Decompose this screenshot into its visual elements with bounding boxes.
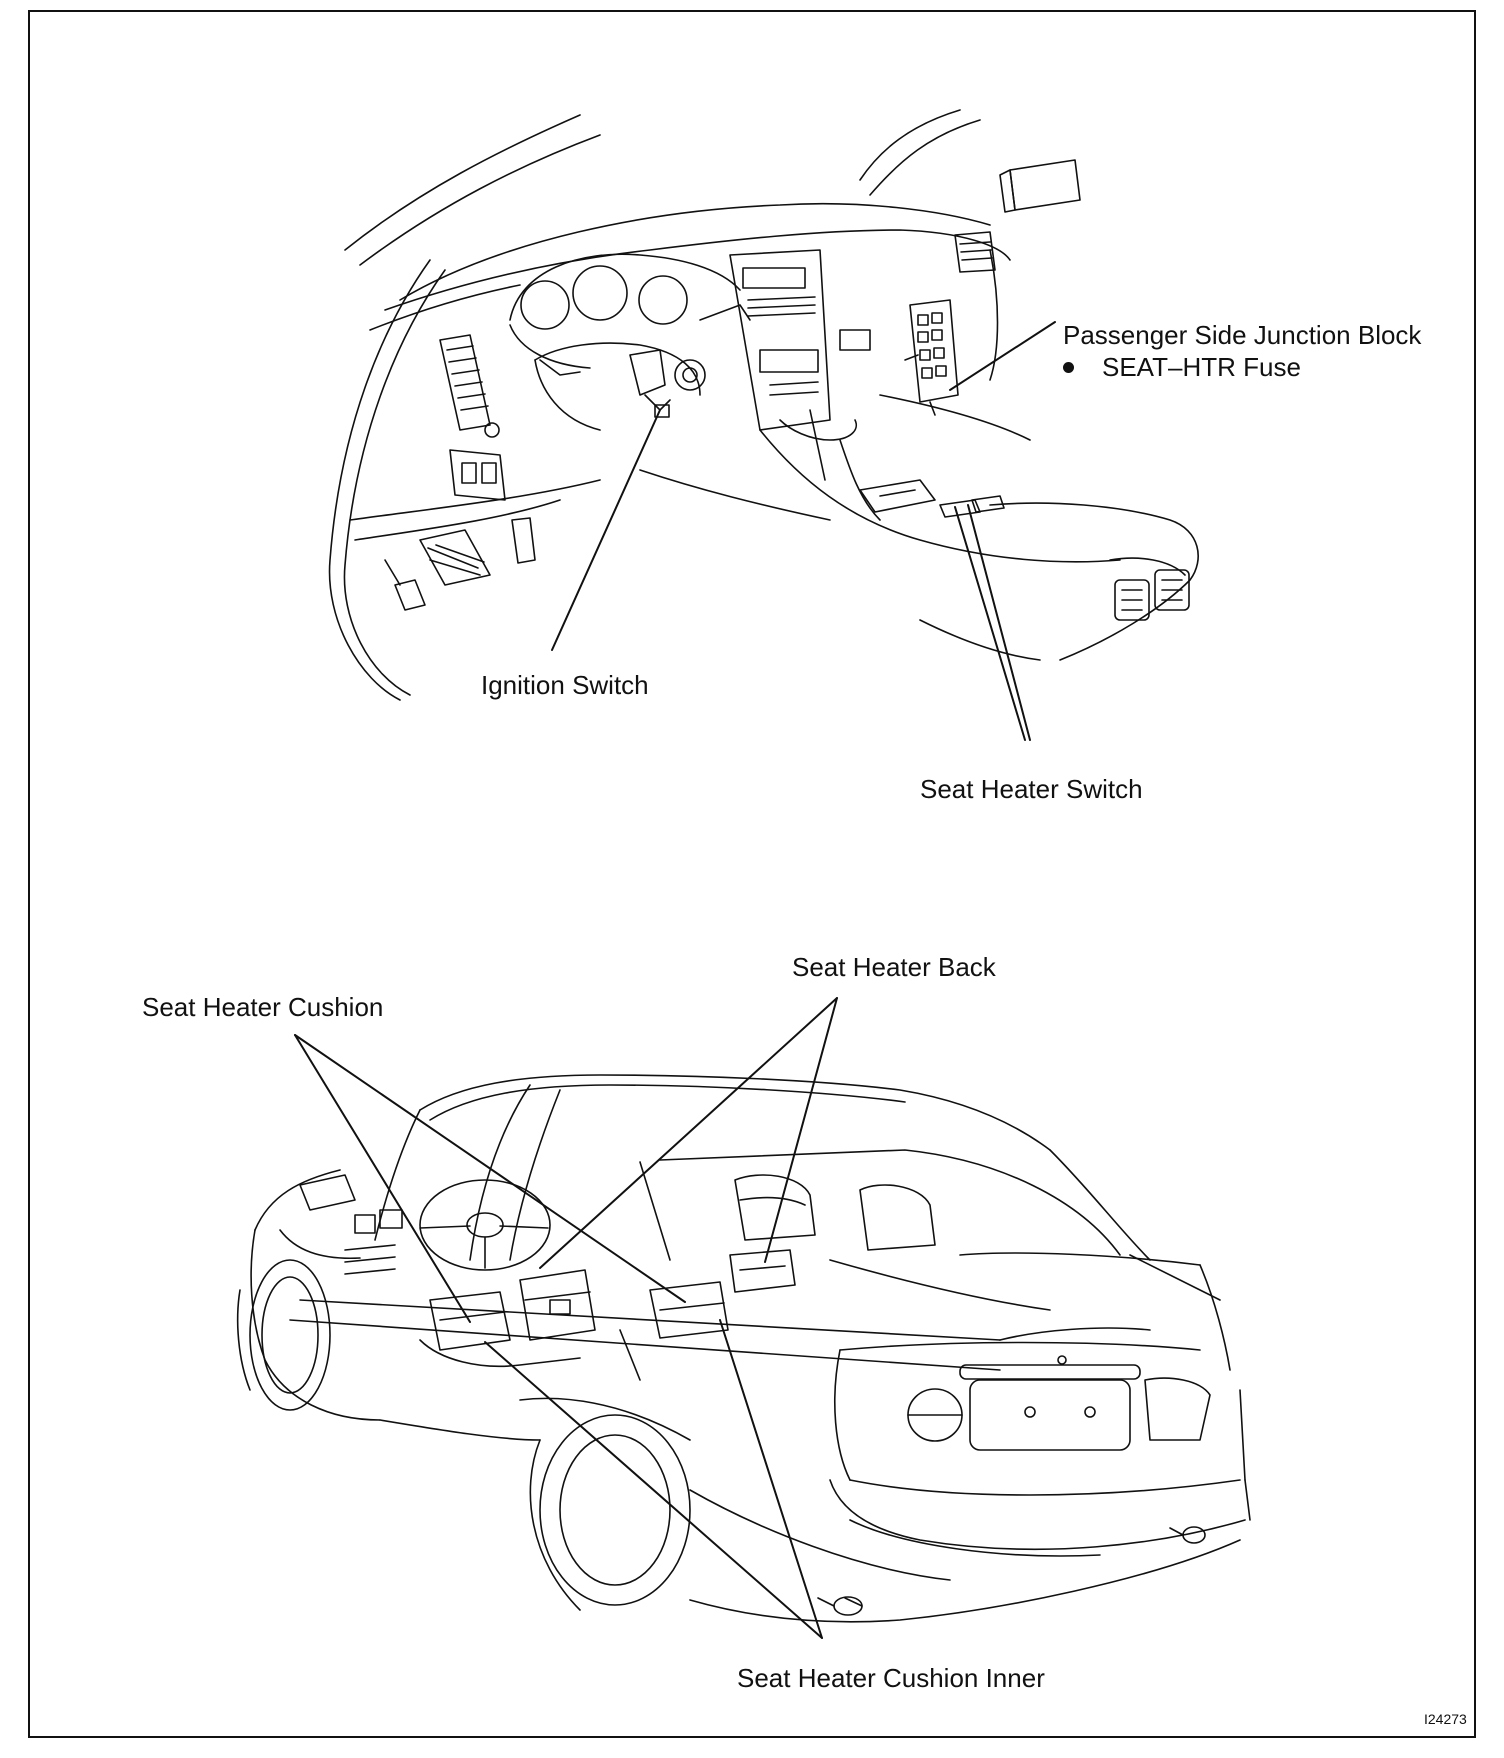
seat-heater-switch-label: Seat Heater Switch <box>920 774 1143 804</box>
leader-ignition-switch <box>551 409 661 651</box>
junction-block-label: Passenger Side Junction Block <box>1063 320 1422 350</box>
leader-seat-heater-switch-b <box>967 504 1031 741</box>
diagram-frame <box>28 10 1476 1738</box>
leader-back-b <box>764 997 838 1263</box>
bullet-icon <box>1063 361 1074 373</box>
seat-heater-cushion-inner-label: Seat Heater Cushion Inner <box>737 1663 1045 1693</box>
leader-junction-block <box>949 321 1056 391</box>
seat-heater-cushion-label: Seat Heater Cushion <box>142 992 384 1022</box>
leader-seat-heater-switch-a <box>954 506 1026 741</box>
seat-heater-back-label: Seat Heater Back <box>792 952 996 982</box>
ignition-switch-label: Ignition Switch <box>481 670 649 700</box>
leader-cushion-inner-b <box>719 1319 823 1639</box>
figure-id: I24273 <box>1424 1711 1467 1727</box>
leader-cushion-b <box>294 1034 686 1303</box>
leader-cushion-inner-a <box>484 1341 823 1639</box>
fuse-label-row: SEAT–HTR Fuse <box>1063 352 1301 382</box>
fuse-label: SEAT–HTR Fuse <box>1102 352 1301 382</box>
leader-back-a <box>539 997 838 1269</box>
leader-cushion-a <box>294 1034 471 1323</box>
